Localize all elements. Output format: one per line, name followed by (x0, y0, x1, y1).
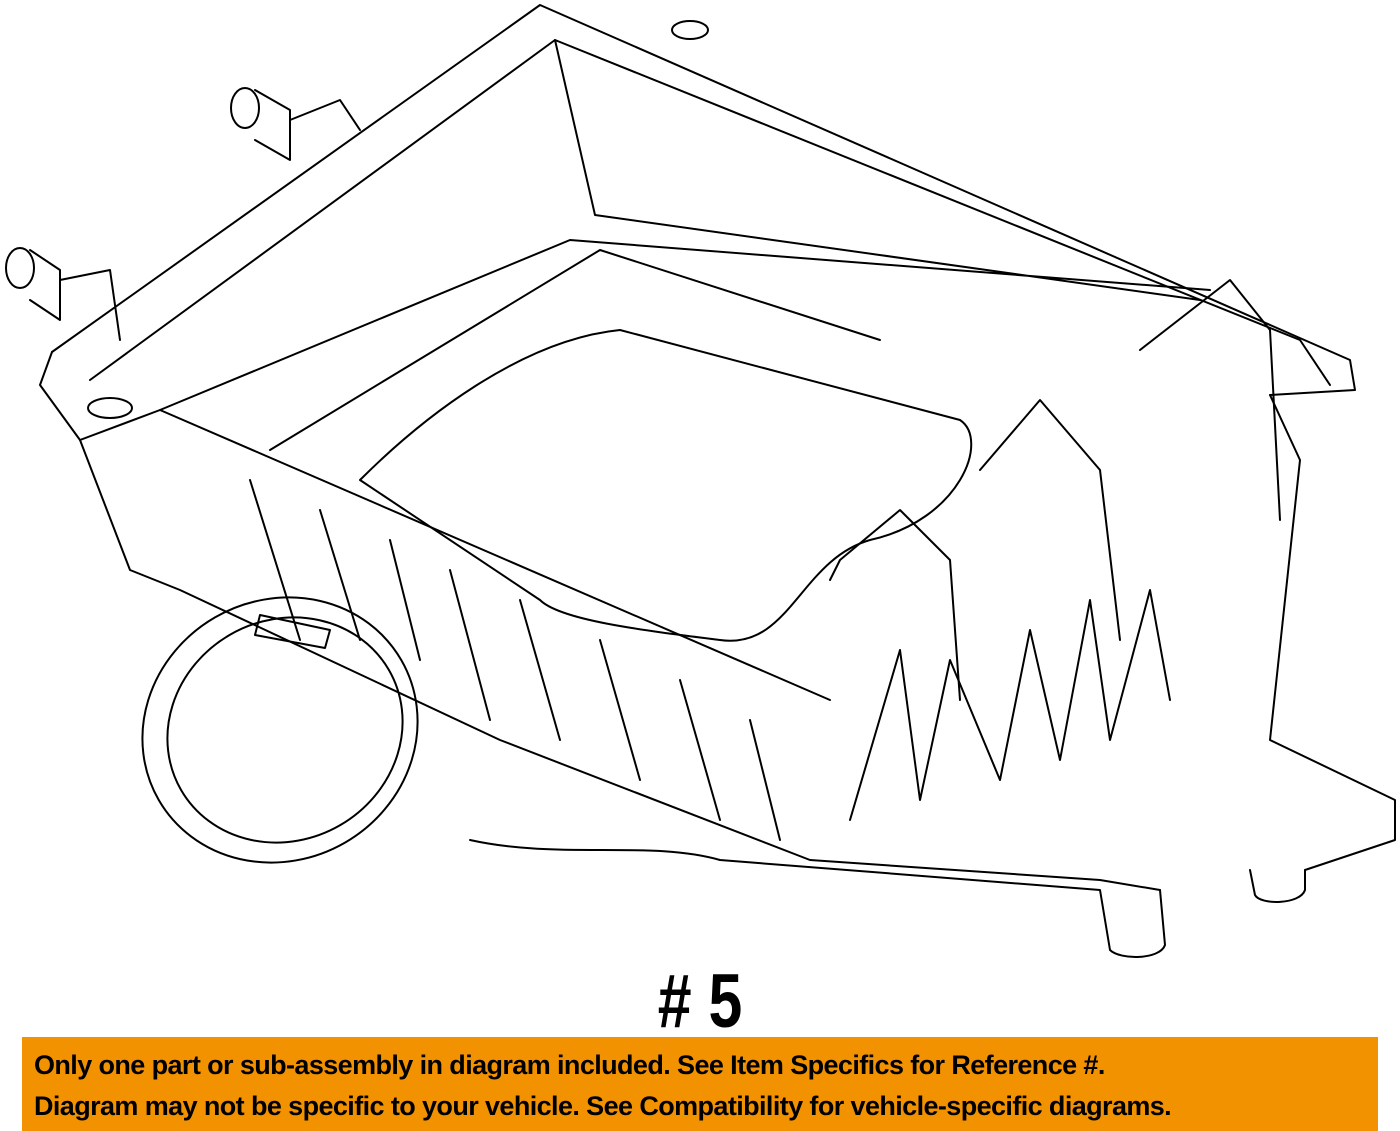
mount-bosses (87, 20, 709, 419)
vent-nipple-right (230, 87, 361, 161)
disclaimer-banner: Only one part or sub-assembly in diagram… (22, 1037, 1378, 1131)
housing-front-face (79, 439, 1161, 891)
reference-number: # 5 (657, 959, 743, 1044)
intake-duct-inner (166, 616, 404, 844)
disclaimer-line-2: Diagram may not be specific to your vehi… (34, 1091, 1172, 1121)
filter-seat (359, 329, 973, 642)
vent-nipple-left (5, 247, 121, 341)
housing-left-edge (39, 351, 831, 701)
housing-ribs (249, 279, 1281, 841)
disclaimer-line-1: Only one part or sub-assembly in diagram… (34, 1050, 1105, 1080)
air-cleaner-housing-diagram (5, 4, 1396, 958)
housing-right-face (1269, 394, 1396, 871)
housing-top-rim (51, 4, 1356, 396)
duct-tab (254, 614, 331, 649)
inner-opening (159, 39, 1211, 451)
housing-rim-inner (89, 39, 1331, 386)
intake-duct-opening (141, 596, 419, 864)
outlet-base (469, 839, 1306, 958)
